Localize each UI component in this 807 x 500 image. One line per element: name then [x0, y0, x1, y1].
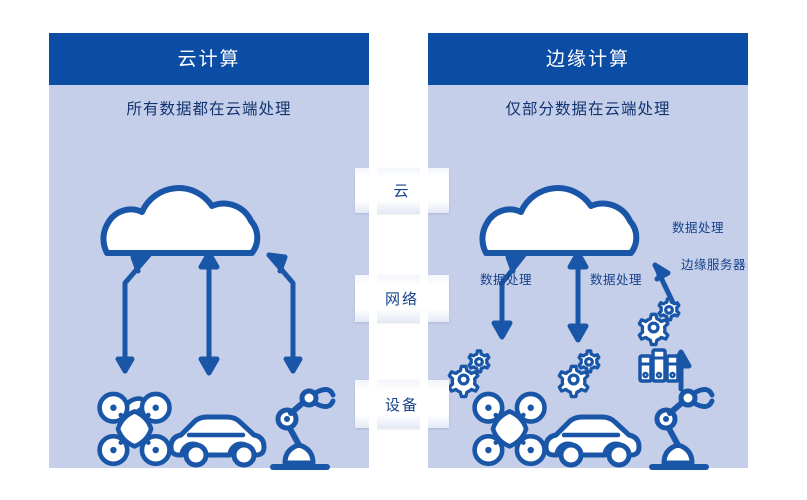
- layer-label-device: 设备: [384, 396, 419, 414]
- robot-arm-icon: [649, 387, 715, 470]
- cloud-icon: [479, 185, 640, 256]
- panel-header-cloud-computing: 云计算: [49, 33, 369, 85]
- panel-subtitle-cloud-computing: 所有数据都在云端处理: [126, 101, 292, 118]
- arrow-car-to-cloud: [567, 250, 589, 343]
- server-icon: [638, 348, 680, 383]
- left-panel-graphics: [97, 185, 336, 470]
- gears-icon-car: [557, 349, 601, 399]
- gears-icon-edge: [637, 297, 681, 347]
- panel-cloud-computing: 云计算 所有数据都在云端处理: [49, 33, 369, 470]
- panel-title-cloud-computing: 云计算: [177, 48, 241, 70]
- panel-edge-computing: 边缘计算 仅部分数据在云端处理: [428, 33, 748, 470]
- layer-label-cloud: 云: [393, 183, 411, 200]
- gap-divider-left: [369, 33, 377, 468]
- panel-body-edge-computing: 数据处理 数据处理 数据处理 边缘服务器: [428, 131, 748, 470]
- drone-icon: [97, 391, 172, 467]
- car-icon: [543, 414, 642, 468]
- drone-icon: [472, 391, 547, 467]
- gap-divider-right: [420, 33, 428, 468]
- panel-body-cloud-computing: [49, 131, 369, 470]
- panel-header-edge-computing: 边缘计算: [428, 33, 748, 85]
- panel-subtitle-edge-computing: 仅部分数据在云端处理: [505, 101, 671, 118]
- label-data-processing-car: 数据处理: [590, 273, 643, 287]
- label-data-processing-drone: 数据处理: [480, 273, 533, 287]
- robot-arm-icon: [270, 387, 336, 470]
- arrow-robot-to-cloud: [266, 252, 303, 374]
- right-panel-graphics: [447, 185, 715, 470]
- car-icon: [168, 414, 267, 468]
- gears-icon-drone: [447, 349, 491, 399]
- cloud-icon: [100, 185, 261, 256]
- arrow-drone-to-cloud: [491, 252, 527, 340]
- arrow-car-to-cloud: [198, 250, 220, 376]
- arrow-drone-to-cloud: [115, 252, 152, 374]
- panel-title-edge-computing: 边缘计算: [545, 48, 630, 70]
- layer-label-network: 网络: [384, 291, 419, 308]
- label-data-processing-edge: 数据处理: [672, 221, 725, 235]
- label-edge-server: 边缘服务器: [681, 258, 747, 272]
